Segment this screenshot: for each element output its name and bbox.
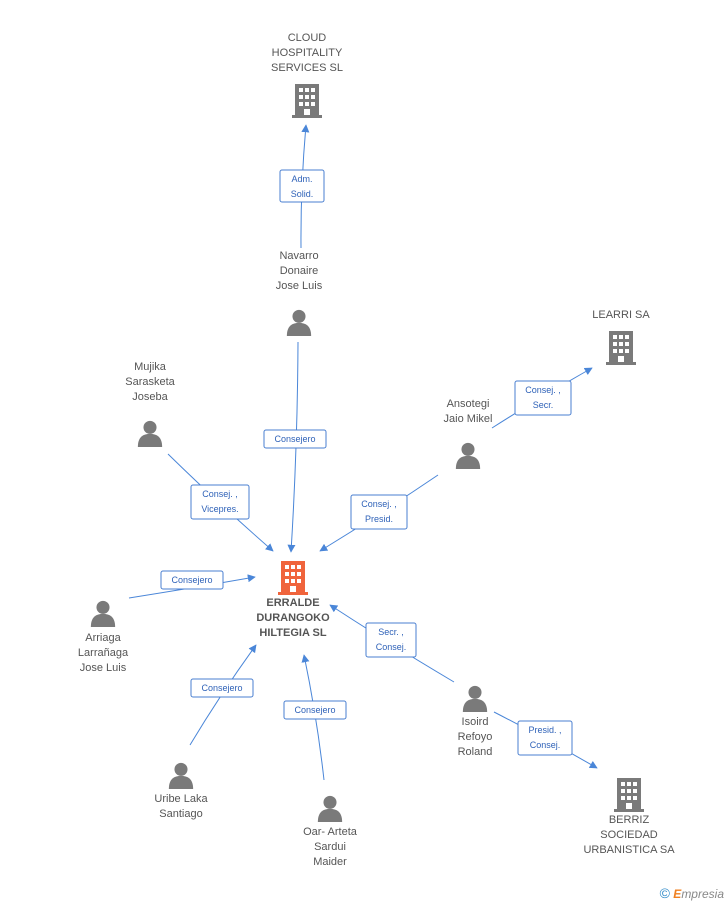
person-icon [317,795,343,822]
node-learri[interactable]: LEARRI SA [592,309,650,365]
node-label: Oar- Arteta [303,826,358,838]
edge-label-box [350,494,408,530]
edge-label-text: Consej. [376,642,407,652]
node-label: HOSPITALITY [272,47,343,59]
edge-label-arriaga-to-center[interactable]: Consejero [160,570,224,590]
person-icon [462,685,488,712]
node-cloud[interactable]: CLOUD HOSPITALITY SERVICES SL [271,32,343,118]
edge-label-navarro-to-center[interactable]: Consejero [263,429,327,449]
node-label: Arriaga [85,632,121,644]
edge-label-box [190,484,250,520]
edge-label-isoird-to-berriz[interactable]: Presid. , Consej. [517,720,573,756]
edge-label-text: Adm. [291,174,312,184]
edge-label-text: Secr. , [378,627,404,637]
building-icon [278,561,308,595]
edge-label-box [514,380,572,416]
node-center[interactable]: ERRALDE DURANGOKO HILTEGIA SL [256,561,330,639]
node-label: Jaio Mikel [444,413,493,425]
person-icon [286,309,312,336]
node-label: SERVICES SL [271,62,343,74]
edge-label-oar-to-center[interactable]: Consejero [283,700,347,720]
edge-label-box [190,678,254,698]
edge-label-mujika-to-center[interactable]: Consej. , Vicepres. [190,484,250,520]
person-icon [90,600,116,627]
edge-label-text: Solid. [291,189,314,199]
node-label: Uribe Laka [154,793,208,805]
person-icon [455,442,481,469]
copyright-icon: © [659,885,670,901]
edge-label-box [279,169,325,203]
building-icon [614,778,644,812]
edge-label-box [263,429,327,449]
node-label: URBANISTICA SA [583,844,675,856]
edge-label-text: Consejero [201,683,242,693]
edge-label-text: Consej. [530,740,561,750]
edge-label-text: Consejero [294,705,335,715]
node-label: Maider [313,856,347,868]
edge-label-text: Presid. [365,514,393,524]
node-label: Larrañaga [78,647,129,659]
node-label: Sarasketa [125,376,175,388]
brand-logo-text: mpresia [681,887,724,901]
node-label: Isoird [462,716,489,728]
person-icon [168,762,194,789]
copyright-footer: © Empresia [660,885,724,901]
node-label: Ansotegi [447,398,490,410]
node-label: LEARRI SA [592,309,650,321]
edge-label-text: Presid. , [528,725,561,735]
edge-label-uribe-to-center[interactable]: Consejero [190,678,254,698]
edge-label-text: Vicepres. [201,504,238,514]
node-label: Jose Luis [276,280,323,292]
node-label: Roland [458,746,493,758]
edge-label-navarro-to-cloud[interactable]: Adm. Solid. [279,169,325,203]
node-label: Mujika [134,361,167,373]
building-icon [606,331,636,365]
edge-label-ansotegi-to-learri[interactable]: Consej. , Secr. [514,380,572,416]
person-icon [137,420,163,447]
edge-label-text: Secr. [533,400,554,410]
node-label: SOCIEDAD [600,829,658,841]
node-label: CLOUD [288,32,327,44]
edge-label-text: Consej. , [361,499,397,509]
node-label: Joseba [132,391,168,403]
brand-logo-e: E [673,887,682,901]
edge-label-ansotegi-to-center[interactable]: Consej. , Presid. [350,494,408,530]
edge-label-box [283,700,347,720]
edge-label-text: Consej. , [525,385,561,395]
node-label: Refoyo [458,731,493,743]
node-label: DURANGOKO [256,612,330,624]
edge-label-box [517,720,573,756]
node-label: ERRALDE [266,597,319,609]
node-label: Jose Luis [80,662,127,674]
node-label: Sardui [314,841,346,853]
edge-label-box [160,570,224,590]
edge-label-isoird-to-center[interactable]: Secr. , Consej. [365,622,417,658]
edge-label-text: Consejero [171,575,212,585]
edge-label-text: Consejero [274,434,315,444]
building-icon [292,84,322,118]
edge-label-box [365,622,417,658]
node-label: Donaire [280,265,319,277]
edge-label-text: Consej. , [202,489,238,499]
node-label: Navarro [279,250,318,262]
node-label: HILTEGIA SL [259,627,327,639]
node-label: Santiago [159,808,202,820]
node-label: BERRIZ [609,814,650,826]
node-berriz[interactable]: BERRIZ SOCIEDAD URBANISTICA SA [583,778,675,856]
